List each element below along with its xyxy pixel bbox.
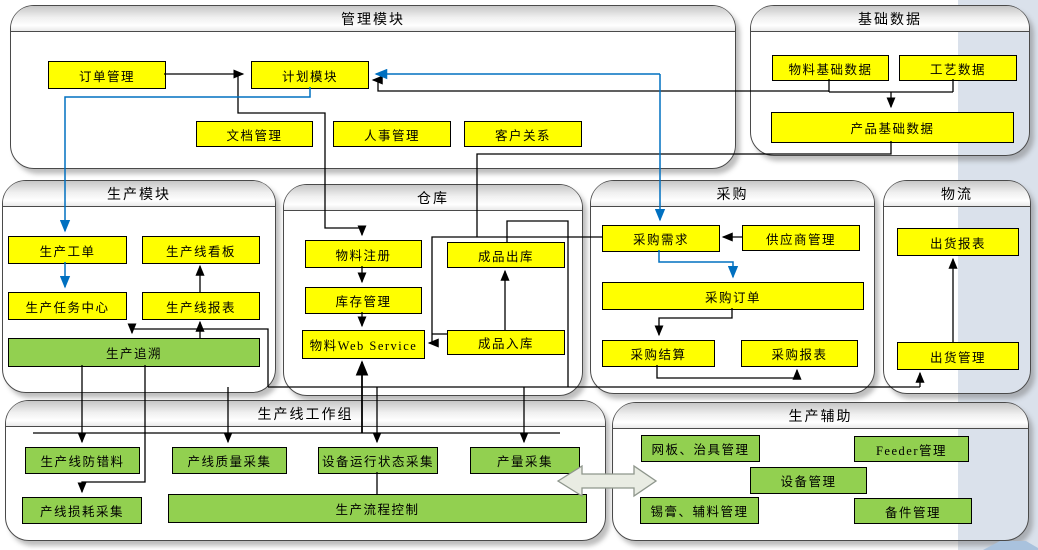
node-spare-parts-management: 备件管理 (854, 498, 972, 524)
background-band (958, 0, 1038, 550)
node-feeder-management: Feeder管理 (854, 436, 969, 462)
node-material-base-data: 物料基础数据 (772, 55, 889, 81)
node-line-quality-collect: 产线质量采集 (172, 447, 287, 474)
node-shipping-report: 出货报表 (897, 228, 1019, 256)
node-finished-outbound: 成品出库 (447, 242, 565, 268)
node-equipment-status-collect: 设备运行状态采集 (318, 447, 438, 474)
node-purchase-order: 采购订单 (602, 282, 864, 310)
node-purchase-settlement: 采购结算 (602, 340, 715, 367)
node-task-center: 生产任务中心 (8, 292, 127, 320)
node-supplier-management: 供应商管理 (742, 225, 860, 251)
container-management: 管理模块 (10, 5, 736, 169)
node-process-data: 工艺数据 (899, 55, 1017, 81)
container-title-production: 生产模块 (3, 181, 275, 207)
node-line-report: 生产线报表 (142, 292, 260, 320)
node-planning-module: 计划模块 (251, 61, 369, 89)
node-order-management: 订单管理 (48, 61, 166, 89)
node-output-collect: 产量采集 (470, 447, 580, 474)
node-line-kanban: 生产线看板 (142, 236, 260, 264)
node-production-trace: 生产追溯 (8, 338, 260, 367)
node-finished-inbound: 成品入库 (447, 330, 565, 355)
node-equipment-management: 设备管理 (750, 467, 867, 494)
container-auxiliary: 生产辅助 (612, 402, 1029, 541)
node-purchase-report: 采购报表 (741, 340, 858, 367)
node-hr-management: 人事管理 (333, 121, 451, 147)
container-title-warehouse: 仓库 (284, 185, 582, 211)
node-purchase-demand: 采购需求 (602, 225, 720, 252)
node-material-register: 物料注册 (305, 240, 422, 268)
container-logistics: 物流 (883, 180, 1031, 394)
container-title-base-data: 基础数据 (751, 6, 1029, 32)
container-title-management: 管理模块 (11, 6, 735, 32)
node-document-management: 文档管理 (196, 121, 313, 147)
node-line-error-proofing: 生产线防错料 (25, 447, 140, 474)
node-stencil-fixture-management: 网板、治具管理 (641, 435, 760, 462)
node-material-web-service: 物料Web Service (302, 330, 425, 359)
container-title-procurement: 采购 (591, 181, 874, 207)
node-customer-relations: 客户关系 (464, 121, 582, 147)
node-solder-paste-management: 锡膏、辅料管理 (640, 497, 759, 524)
container-title-logistics: 物流 (884, 181, 1030, 207)
node-product-base-data: 产品基础数据 (771, 112, 1014, 143)
node-production-workorder: 生产工单 (8, 236, 127, 264)
node-inventory-management: 库存管理 (305, 287, 422, 314)
container-title-auxiliary: 生产辅助 (613, 403, 1028, 429)
container-title-workgroup: 生产线工作组 (6, 401, 605, 427)
node-process-control: 生产流程控制 (168, 494, 587, 523)
node-line-loss-collect: 产线损耗采集 (22, 497, 142, 524)
node-shipping-management: 出货管理 (897, 342, 1019, 370)
